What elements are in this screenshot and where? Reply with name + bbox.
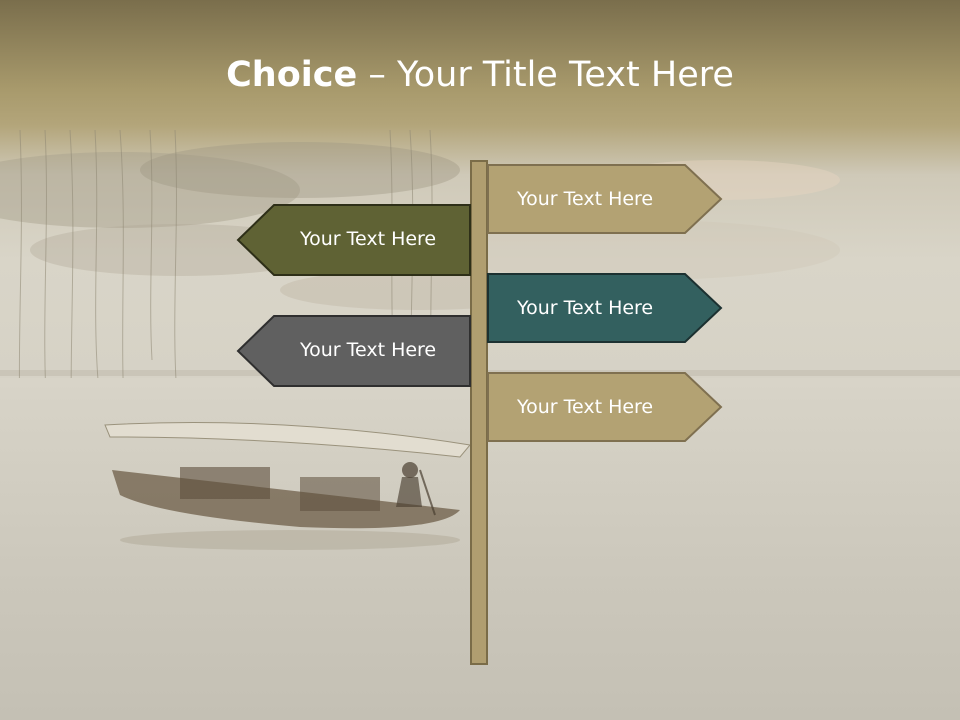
title-bold: Choice [226, 55, 358, 95]
boat-illustration [104, 422, 471, 550]
sign-right-3-label: Your Text Here [517, 396, 654, 418]
sign-right-2-shape [487, 273, 723, 343]
sign-left-1[interactable]: Your Text Here [236, 204, 472, 276]
sign-right-1-shape [487, 164, 723, 234]
sign-left-2-shape [236, 315, 471, 387]
sign-right-1-label: Your Text Here [517, 188, 654, 210]
sign-left-2-label: Your Text Here [300, 339, 437, 361]
sign-right-3[interactable]: Your Text Here [487, 372, 723, 442]
slide-title: Choice – Your Title Text Here [0, 52, 960, 98]
signpost-pole [470, 160, 488, 665]
sign-left-1-shape [236, 204, 471, 276]
sign-right-3-shape [487, 372, 723, 442]
sign-left-2[interactable]: Your Text Here [236, 315, 472, 387]
sign-left-1-label: Your Text Here [300, 228, 437, 250]
sign-right-2[interactable]: Your Text Here [487, 273, 723, 343]
sign-right-2-label: Your Text Here [517, 297, 654, 319]
sign-right-1[interactable]: Your Text Here [487, 164, 723, 234]
title-rest: – Your Title Text Here [357, 55, 734, 95]
